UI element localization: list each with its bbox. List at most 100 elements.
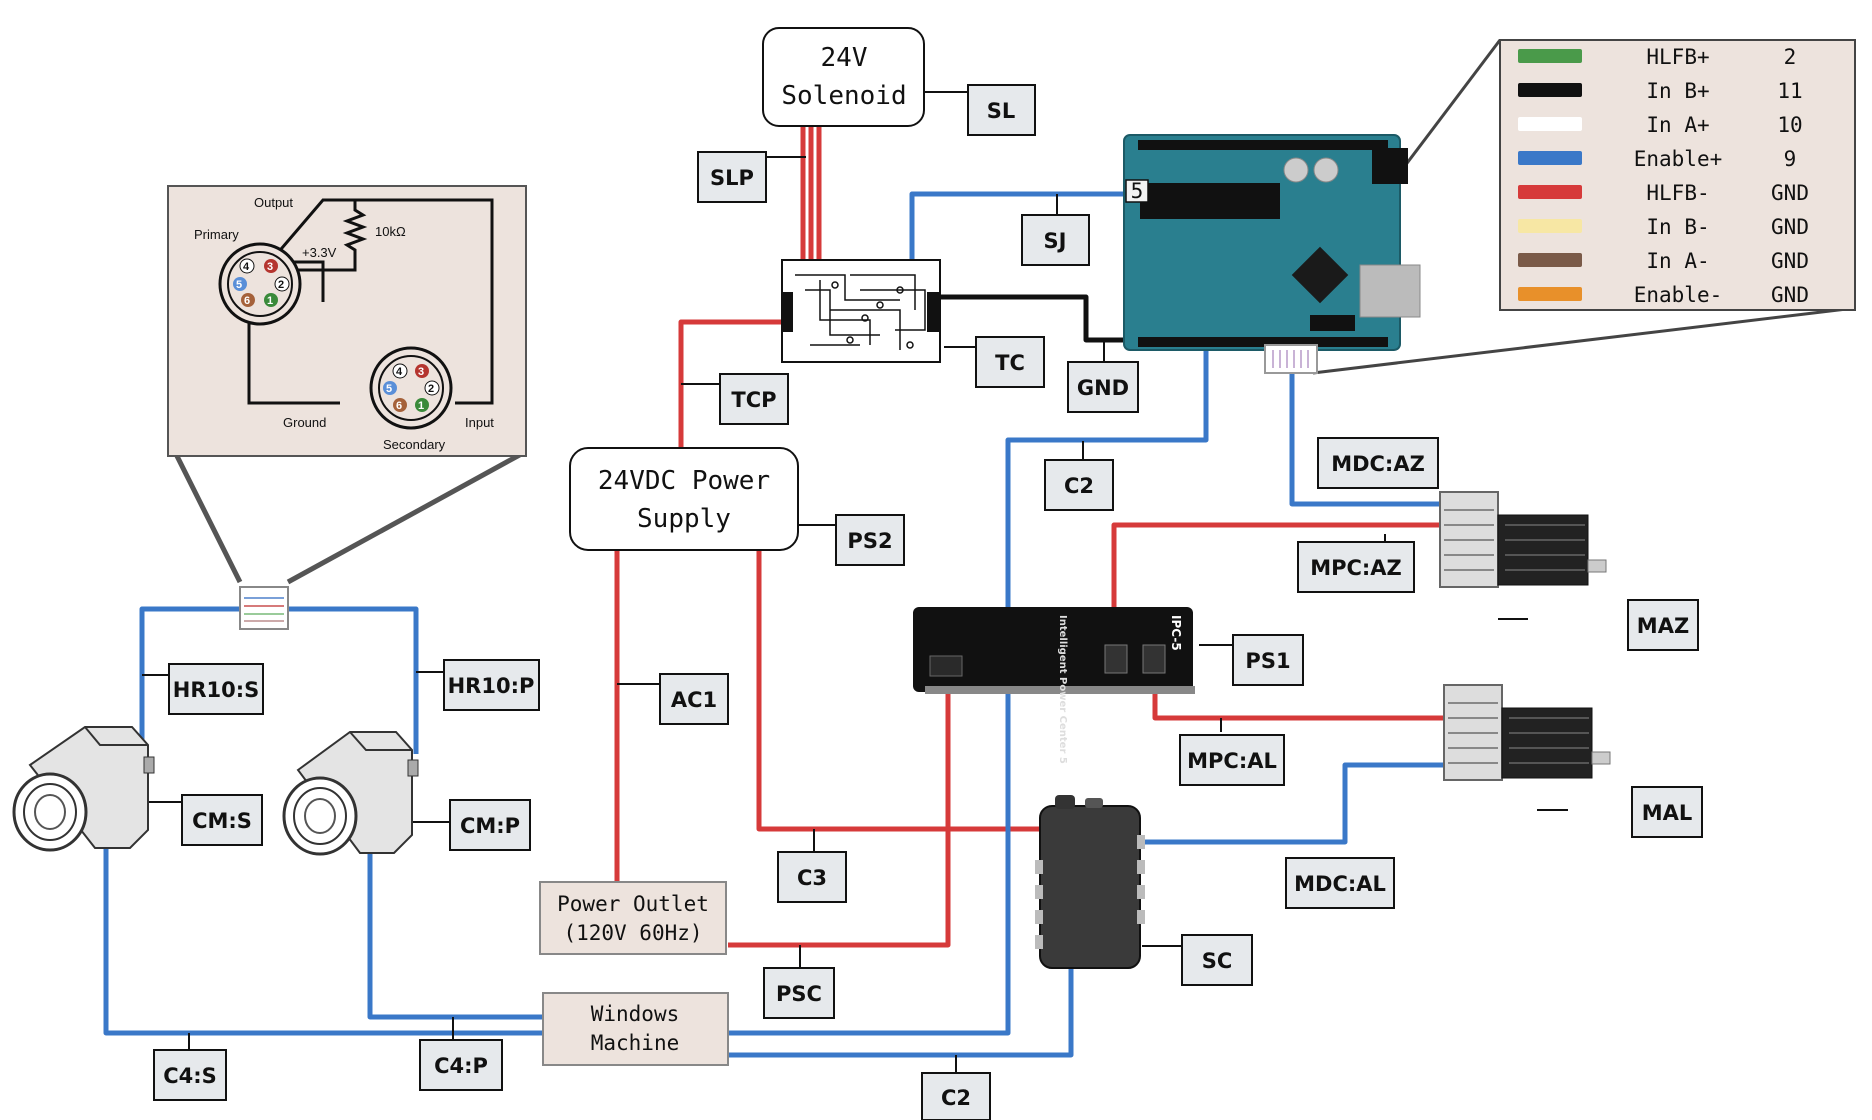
- legend-signal: Enable-: [1634, 283, 1723, 307]
- svg-text:3: 3: [418, 366, 424, 378]
- svg-text:C2: C2: [941, 1086, 971, 1110]
- legend-swatch: [1518, 219, 1582, 233]
- svg-text:MAZ: MAZ: [1637, 614, 1689, 638]
- svg-text:PS2: PS2: [847, 529, 892, 553]
- svg-text:2: 2: [278, 279, 284, 291]
- label-tc: TC: [976, 337, 1044, 387]
- legend-signal: HLFB-: [1646, 181, 1709, 205]
- svg-text:SLP: SLP: [710, 166, 754, 190]
- legend-pin: GND: [1771, 215, 1809, 239]
- legend-swatch: [1518, 253, 1582, 267]
- svg-text:C2: C2: [1064, 474, 1094, 498]
- legend-swatch: [1518, 287, 1582, 301]
- ground-label: Ground: [283, 415, 326, 430]
- svg-text:C4:P: C4:P: [434, 1054, 488, 1078]
- svg-text:SJ: SJ: [1044, 229, 1067, 253]
- svg-text:SL: SL: [987, 99, 1016, 123]
- legend-signal: In B+: [1646, 79, 1709, 103]
- svg-text:1: 1: [267, 295, 273, 307]
- svg-text:Windows: Windows: [591, 1002, 680, 1026]
- input-label: Input: [465, 415, 494, 430]
- legend-signal: In A+: [1646, 113, 1709, 137]
- arduino-board: 5: [1124, 135, 1420, 350]
- label-sl: SL: [968, 85, 1035, 135]
- label-gnd: GND: [1068, 362, 1138, 412]
- legend-swatch: [1518, 151, 1582, 165]
- label-c4-s: C4:S: [154, 1050, 226, 1100]
- wire-slp: [803, 127, 819, 262]
- legend-pin: GND: [1771, 181, 1809, 205]
- svg-text:5: 5: [1131, 179, 1144, 203]
- secondary-label: Secondary: [383, 437, 446, 452]
- power-supply: 24VDC Power Supply: [570, 448, 798, 550]
- svg-text:6: 6: [396, 400, 402, 412]
- svg-text:(120V 60Hz): (120V 60Hz): [563, 921, 702, 945]
- label-hr10-s: HR10:S: [169, 664, 263, 714]
- svg-text:MAL: MAL: [1642, 801, 1693, 825]
- label-sj: SJ: [1022, 215, 1089, 265]
- sc-controller: [1035, 795, 1145, 968]
- legend-swatch: [1518, 185, 1582, 199]
- label-slp: SLP: [698, 152, 766, 202]
- svg-text:MPC:AZ: MPC:AZ: [1310, 556, 1402, 580]
- label-cm-p: CM:P: [450, 800, 530, 850]
- legend-swatch: [1518, 49, 1582, 63]
- svg-text:Supply: Supply: [637, 504, 731, 534]
- svg-text:MDC:AL: MDC:AL: [1294, 872, 1386, 896]
- svg-text:3: 3: [267, 261, 273, 273]
- camera-s: [14, 727, 154, 850]
- label-c2-bottom: C2: [922, 1073, 990, 1120]
- pinout-legend: HLFB+2In B+11In A+10Enable+9HLFB-GNDIn B…: [1500, 40, 1855, 310]
- label-c4-p: C4:P: [420, 1040, 502, 1090]
- label-mpc-az: MPC:AZ: [1298, 542, 1414, 592]
- svg-text:MPC:AL: MPC:AL: [1187, 749, 1277, 773]
- legend-pin: GND: [1771, 249, 1809, 273]
- legend-swatch: [1518, 83, 1582, 97]
- hr10-splice: [240, 587, 288, 629]
- label-sc: SC: [1182, 935, 1252, 985]
- svg-text:5: 5: [236, 279, 242, 291]
- wire-c4-s: [106, 844, 543, 1033]
- svg-text:Solenoid: Solenoid: [781, 81, 906, 111]
- label-mal: MAL: [1632, 787, 1702, 837]
- legend-pin: 2: [1784, 45, 1797, 69]
- svg-text:PS1: PS1: [1245, 649, 1290, 673]
- legend-pin: 9: [1784, 147, 1797, 171]
- legend-swatch: [1518, 117, 1582, 131]
- label-hr10-p: HR10:P: [444, 660, 539, 710]
- wire-sj: [912, 194, 1128, 262]
- voltage-label: +3.3V: [302, 245, 337, 260]
- legend-signal: HLFB+: [1646, 45, 1709, 69]
- wire-c4-p: [370, 848, 543, 1017]
- legend-signal: Enable+: [1634, 147, 1723, 171]
- windows-machine: Windows Machine: [543, 993, 728, 1065]
- svg-text:PSC: PSC: [776, 982, 822, 1006]
- camera-p: [284, 732, 418, 854]
- ipc-power-center: Intelligent Power Center 5 IPC-5: [913, 607, 1195, 764]
- svg-text:Intelligent Power Center 5: Intelligent Power Center 5: [1057, 615, 1068, 764]
- svg-text:CM:S: CM:S: [192, 809, 252, 833]
- resistor-label: 10kΩ: [375, 224, 406, 239]
- label-ps1: PS1: [1233, 635, 1303, 685]
- svg-text:4: 4: [243, 261, 250, 273]
- svg-text:4: 4: [396, 366, 403, 378]
- svg-text:Machine: Machine: [591, 1031, 680, 1055]
- label-cm-s: CM:S: [182, 795, 262, 845]
- svg-text:1: 1: [418, 400, 424, 412]
- hr10-pinout-diagram: 4 3 2 5 6 1 4 3 2 5 6 1 Output Primary 1…: [168, 186, 526, 456]
- circuit-board: [781, 260, 940, 362]
- svg-text:2: 2: [428, 383, 434, 395]
- label-psc: PSC: [764, 968, 834, 1018]
- svg-text:24VDC Power: 24VDC Power: [598, 466, 770, 496]
- output-label: Output: [254, 195, 293, 210]
- legend-pin: 11: [1777, 79, 1802, 103]
- svg-text:TC: TC: [995, 351, 1025, 375]
- svg-text:TCP: TCP: [731, 388, 776, 412]
- label-c2-top: C2: [1045, 460, 1113, 510]
- svg-text:GND: GND: [1077, 376, 1129, 400]
- primary-label: Primary: [194, 227, 239, 242]
- label-mdc-az: MDC:AZ: [1318, 438, 1438, 488]
- arduino-splice: [1265, 345, 1317, 373]
- svg-text:AC1: AC1: [671, 688, 717, 712]
